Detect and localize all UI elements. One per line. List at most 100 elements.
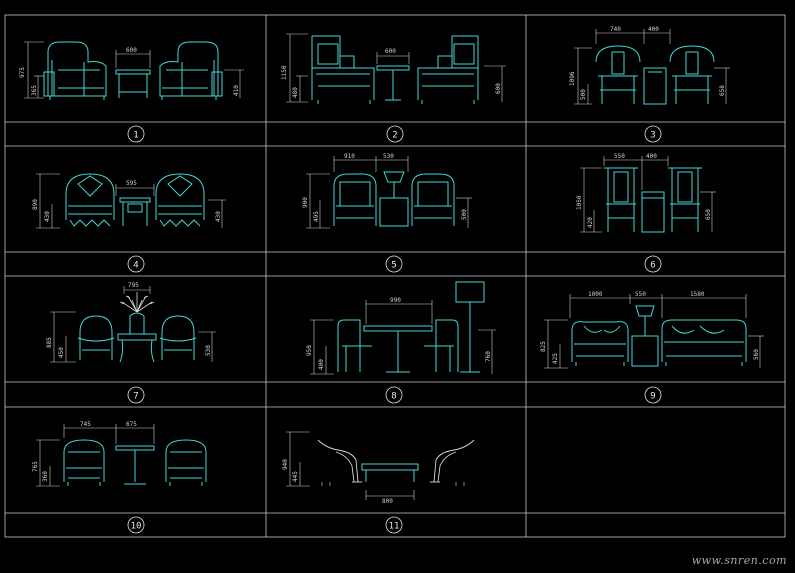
sofa <box>661 319 747 366</box>
stand-table <box>643 67 667 105</box>
dimension-lines <box>286 33 506 103</box>
dim-label: 430 <box>215 211 222 222</box>
dimension-lines <box>286 431 415 500</box>
panel-11: 940 445 800 11 <box>282 431 475 534</box>
dim-label: 550 <box>614 153 625 160</box>
panel-number: 4 <box>133 261 138 271</box>
dim-label: 650 <box>705 209 712 220</box>
panel-6: 550 400 1050 420 650 6 <box>576 153 716 273</box>
dimension-lines <box>24 41 244 99</box>
dim-label: 910 <box>344 153 355 160</box>
dim-label: 765 <box>32 461 39 472</box>
panel-number: 2 <box>392 131 397 141</box>
panel-number: 9 <box>650 392 655 402</box>
floor-marks <box>321 482 465 486</box>
panel-number-circle <box>644 125 662 143</box>
dim-label: 480 <box>292 87 299 98</box>
dim-label: 530 <box>205 345 212 356</box>
dimension-lines <box>574 29 730 105</box>
panel-number: 10 <box>131 522 142 532</box>
panel-number: 1 <box>133 131 138 141</box>
panel-number-circle <box>127 255 145 273</box>
dim-label: 400 <box>318 359 325 370</box>
dim-label: 990 <box>390 297 401 304</box>
panel-3: 740 400 1096 500 658 3 <box>569 26 730 143</box>
panel-number-circle <box>127 386 145 404</box>
panel-number-circle <box>644 255 662 273</box>
dim-label: 1096 <box>569 71 576 86</box>
dim-label: 400 <box>646 153 657 160</box>
armchair-right <box>417 35 479 104</box>
stand-table <box>641 191 665 233</box>
panel-7: 795 885 450 530 7 <box>46 282 216 404</box>
wing-chair-left <box>43 41 107 100</box>
dim-label: 760 <box>485 351 492 362</box>
dim-label: 430 <box>44 211 51 222</box>
panel-number-circle <box>127 125 145 143</box>
dim-label: 1000 <box>588 291 603 298</box>
club-chair-right <box>155 173 205 227</box>
pedestal-table <box>115 445 155 485</box>
dim-label: 745 <box>80 421 91 428</box>
lounge-chair <box>571 321 629 366</box>
dim-label: 560 <box>753 349 760 360</box>
dim-label: 740 <box>610 26 621 33</box>
dimension-lines <box>580 156 716 233</box>
dimension-lines <box>544 294 764 369</box>
dim-label: 410 <box>233 85 240 96</box>
dimension-lines <box>36 424 155 487</box>
dim-label: 600 <box>495 83 502 94</box>
club-chair-left <box>65 173 115 227</box>
dim-label: 450 <box>58 347 65 358</box>
round-chair-right <box>159 315 197 360</box>
low-table <box>361 463 419 482</box>
dim-label: 825 <box>540 341 547 352</box>
tub-chair-left <box>333 173 377 226</box>
panel-number: 3 <box>650 131 655 141</box>
panel-10: 745 675 765 360 10 <box>32 421 207 534</box>
side-table <box>119 197 151 226</box>
dining-chair-left <box>337 319 372 372</box>
panel-number-circle <box>385 255 403 273</box>
dim-label: 400 <box>648 26 659 33</box>
lamp-table <box>631 305 659 367</box>
dim-label: 1150 <box>281 65 288 80</box>
dim-label: 795 <box>128 282 139 289</box>
panel-number-circle <box>127 516 145 534</box>
watermark: www.snren.com <box>691 554 787 567</box>
panel-5: 910 530 900 495 500 5 <box>302 153 472 273</box>
panel-number-circle <box>385 386 403 404</box>
panel-2: 1150 480 600 600 2 <box>281 33 506 143</box>
armchair-left <box>311 35 375 104</box>
dimension-lines <box>310 300 496 375</box>
dim-label: 360 <box>42 471 49 482</box>
dim-label: 890 <box>32 199 39 210</box>
grid-frame <box>4 14 786 538</box>
console-table <box>117 312 157 363</box>
dim-label: 885 <box>46 337 53 348</box>
dim-label: 940 <box>282 459 289 470</box>
dim-label: 1580 <box>690 291 705 298</box>
panel-number: 8 <box>391 392 396 402</box>
panel-8: 990 950 400 760 8 <box>306 281 496 404</box>
barrel-chair-right <box>165 439 207 486</box>
ming-chair-left <box>595 45 641 104</box>
officials-hat-chair-right <box>668 167 702 232</box>
dim-label: 530 <box>383 153 394 160</box>
lamp-table <box>379 171 409 227</box>
dim-label: 500 <box>580 89 587 100</box>
panel-number-circle <box>386 125 404 143</box>
bistro-table <box>363 325 433 373</box>
barrel-chair-left <box>63 439 105 486</box>
dim-label: 420 <box>587 217 594 228</box>
panel-number-circle <box>644 386 662 404</box>
sectional-profile-right <box>430 439 475 483</box>
dimension-lines <box>36 173 226 229</box>
side-table <box>115 69 151 98</box>
panel-1: 975 365 600 410 1 <box>19 41 244 143</box>
dim-label: 900 <box>302 197 309 208</box>
dim-label: 600 <box>385 48 396 55</box>
panel-number: 5 <box>391 261 396 271</box>
dim-label: 495 <box>313 211 320 222</box>
